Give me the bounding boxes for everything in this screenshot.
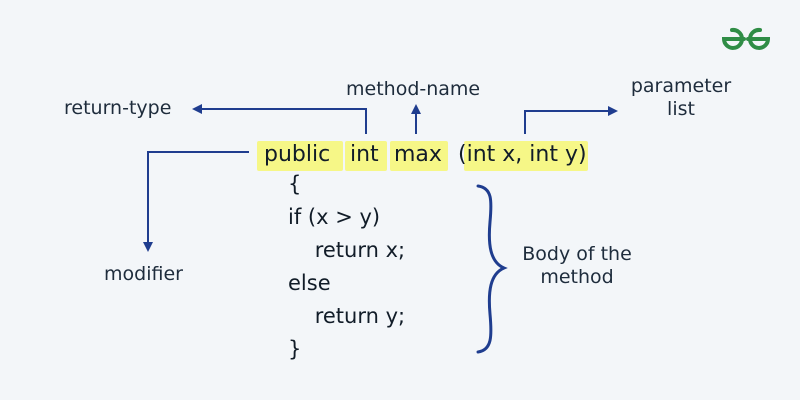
- params-highlight: [464, 141, 588, 171]
- code-line: return y;: [288, 304, 406, 328]
- modifier-label: modifier: [104, 263, 183, 285]
- signature-method-name: max: [394, 142, 442, 167]
- code-line: else: [288, 271, 331, 295]
- code-line: return x;: [288, 238, 406, 262]
- return-type-arrow: [192, 104, 367, 134]
- code-line: {: [288, 172, 302, 196]
- code-line: if (x > y): [288, 205, 381, 229]
- modifier-arrow: [143, 151, 249, 252]
- modifier-highlight: [257, 141, 343, 171]
- parameter-list-label: parameter list: [626, 75, 736, 121]
- parameter-list-label-line2: list: [667, 97, 695, 120]
- signature-return-type: int: [350, 142, 379, 167]
- return-type-label: return-type: [64, 97, 172, 119]
- signature-params: (int x, int y): [458, 142, 587, 167]
- body-label: Body of the method: [512, 243, 642, 289]
- geeksforgeeks-logo: [721, 27, 771, 50]
- method-name-label: method-name: [346, 78, 481, 100]
- body-label-line1: Body of the: [522, 243, 632, 265]
- body-label-line2: method: [540, 265, 614, 288]
- signature-modifier: public: [264, 142, 331, 167]
- parameter-list-label-line1: parameter: [630, 75, 732, 97]
- return-type-highlight: [345, 141, 387, 171]
- parameter-list-arrow: [524, 106, 618, 134]
- method-name-highlight: [390, 141, 448, 171]
- body-curly-brace: [476, 184, 508, 354]
- code-line: }: [288, 337, 302, 361]
